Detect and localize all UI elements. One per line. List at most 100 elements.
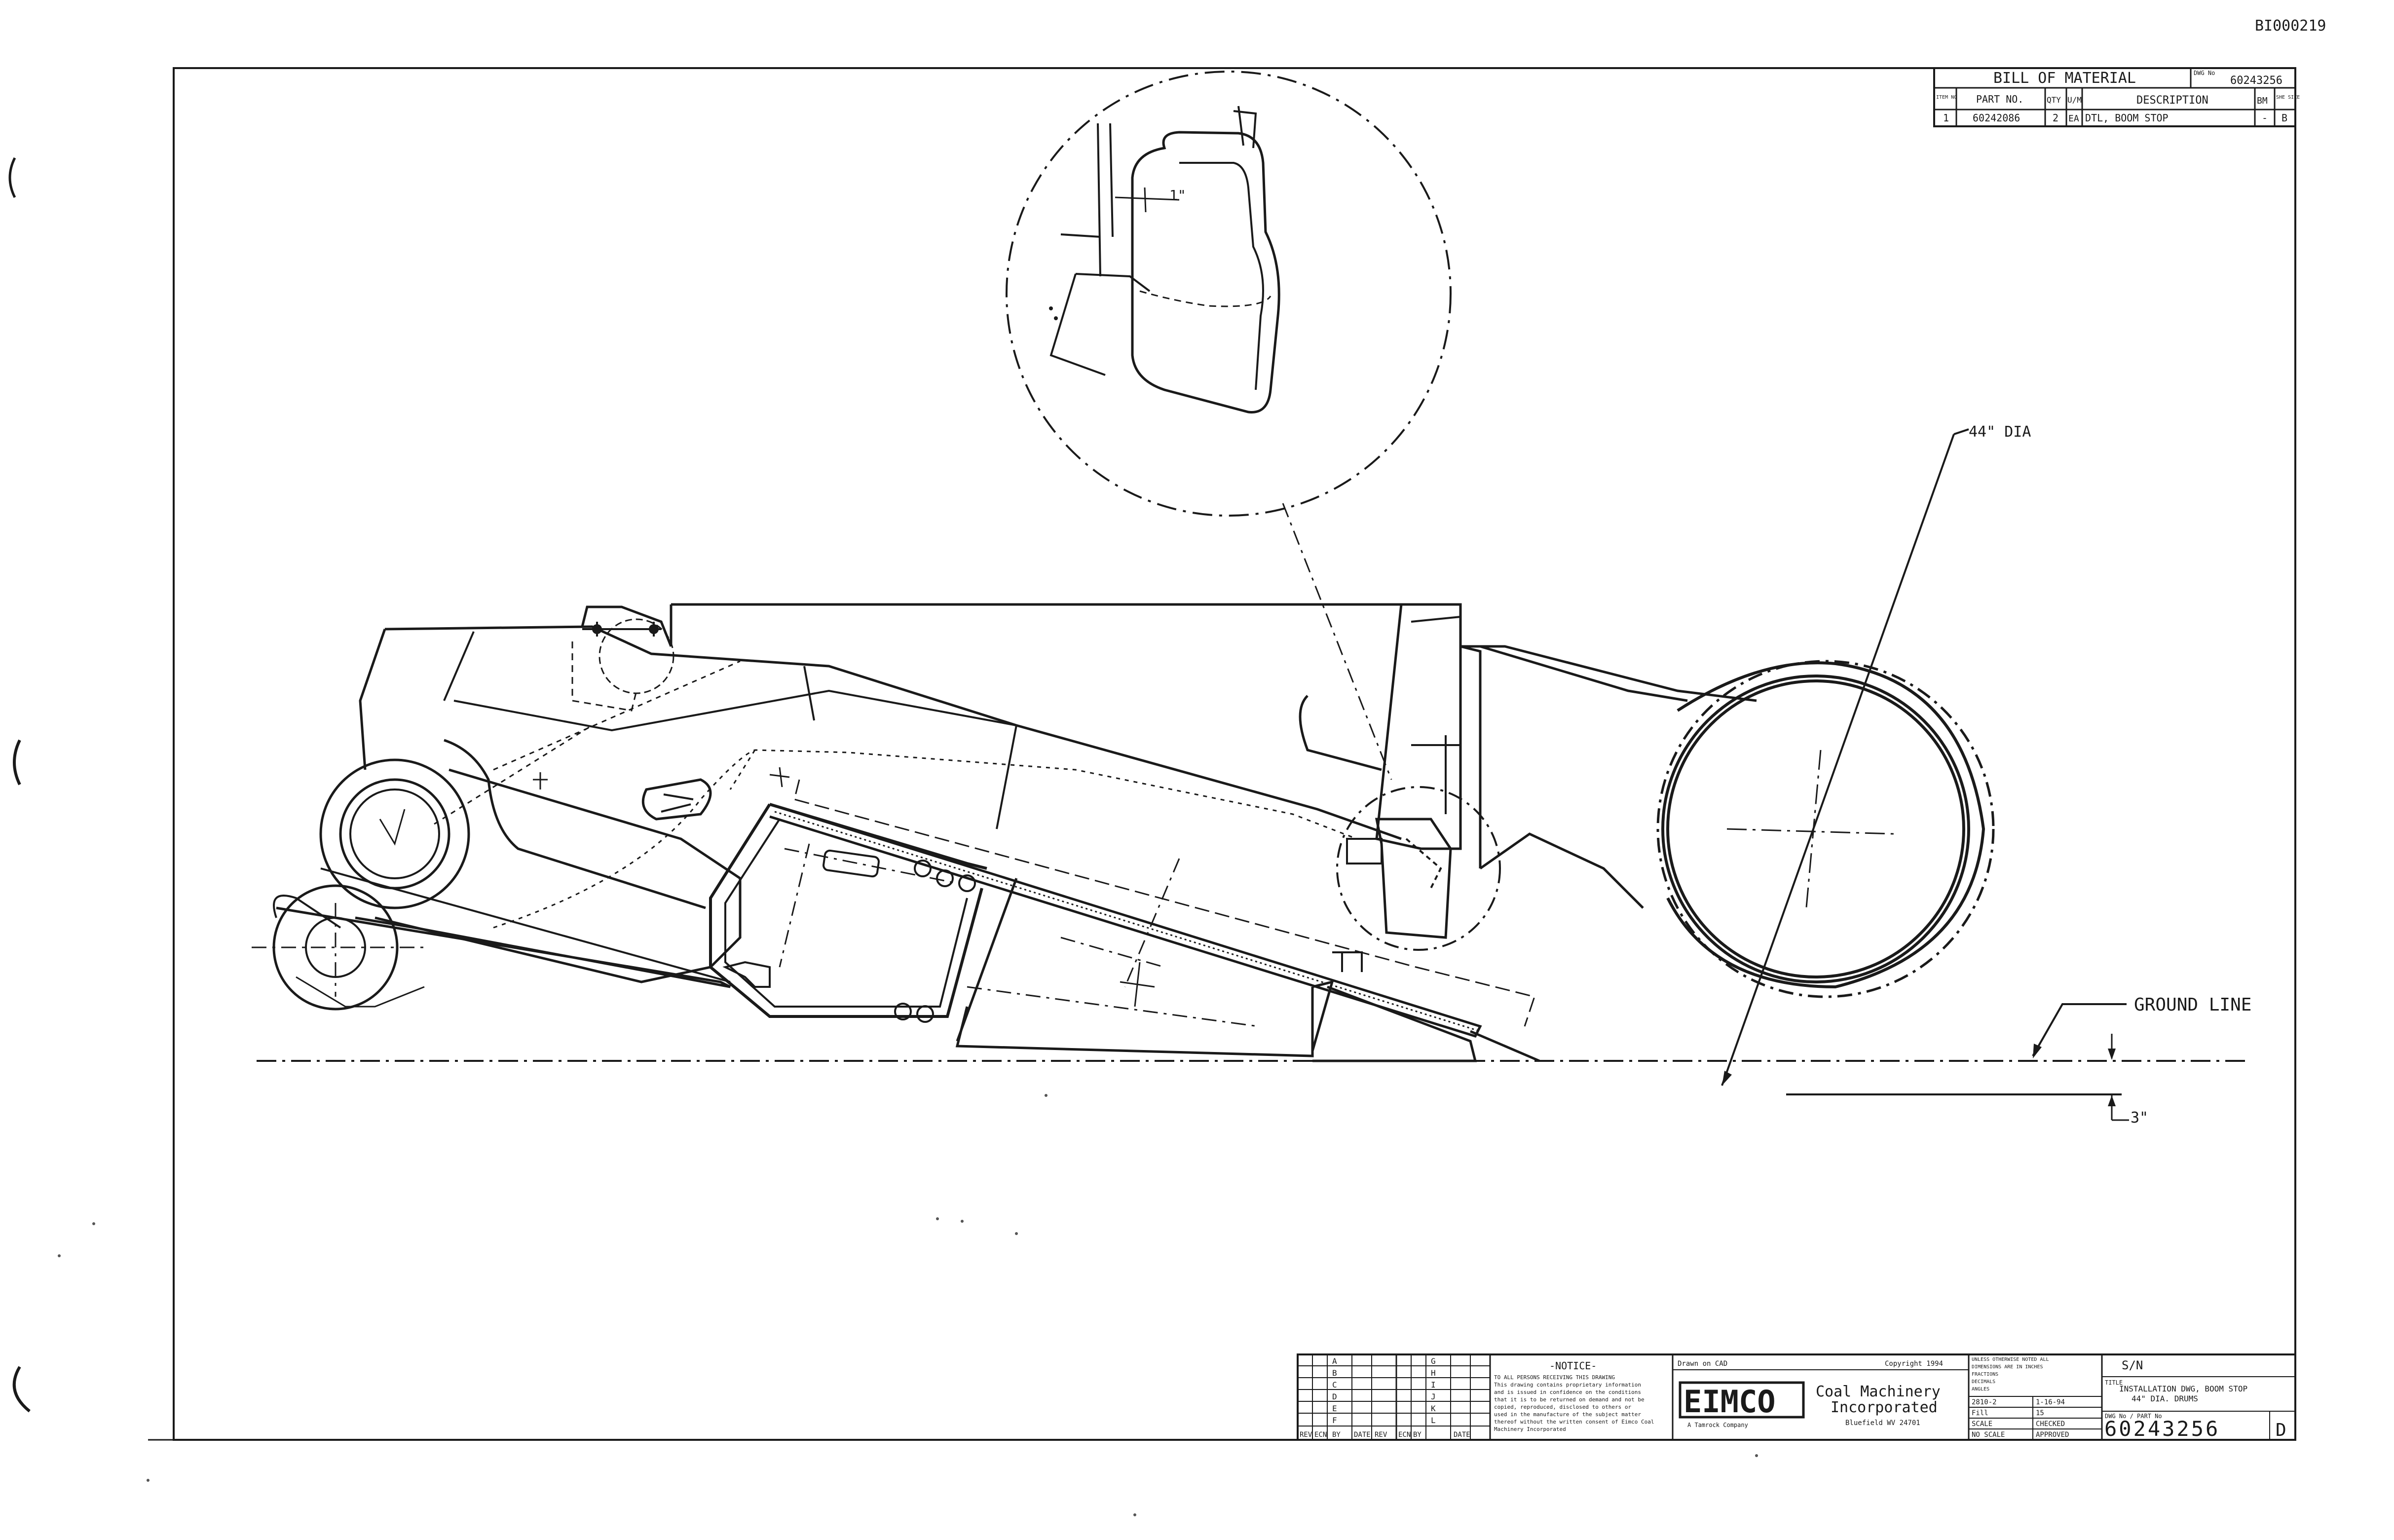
- sheet-border: [173, 67, 2296, 1441]
- svg-text:DTL, BOOM STOP: DTL, BOOM STOP: [2085, 112, 2169, 124]
- diameter-label: 44" DIA: [1969, 423, 2031, 441]
- tolerance-line: FRACTIONS: [1972, 1372, 1998, 1377]
- notice-line: and is issued in confidence on the condi…: [1494, 1389, 1641, 1395]
- bill-of-material: BILL OF MATERIAL DWG No 60243256 ITEM NO…: [1933, 67, 2300, 127]
- bom-dwg-label: DWG No: [2194, 70, 2215, 76]
- scan-noise: [58, 1094, 1758, 1516]
- title-small-field: 2810-2: [1972, 1398, 1997, 1406]
- notice-line: TO ALL PERSONS RECEIVING THIS DRAWING: [1494, 1374, 1615, 1381]
- revision-letter-left: B: [1332, 1368, 1337, 1378]
- title-small-field: 1-16-94: [2036, 1398, 2065, 1406]
- bom-header-size: SHE SIZE: [2276, 95, 2300, 100]
- tolerance-line: DECIMALS: [1972, 1379, 1995, 1385]
- bom-header-bm: BM: [2257, 96, 2268, 106]
- sn-field: S/N: [2122, 1358, 2143, 1372]
- revision-letter-right: J: [1431, 1392, 1436, 1401]
- title-small-field: NO SCALE: [1972, 1431, 2005, 1439]
- eimco-logo: EIMCO: [1683, 1384, 1776, 1420]
- dwg-no-label: DWG No / PART No: [2105, 1413, 2162, 1420]
- bom-header-qty: QTY: [2047, 95, 2061, 105]
- revision-header: REV: [1300, 1431, 1312, 1439]
- revision-letter-right: K: [1431, 1404, 1436, 1413]
- company-name-line2: Incorporated: [1831, 1399, 1938, 1416]
- clearance-label: 3": [2131, 1109, 2148, 1127]
- title-small-field: CHECKED: [2036, 1420, 2065, 1428]
- title-label: TITLE: [2105, 1379, 2123, 1386]
- bom-row: 1 60242086 2 EA DTL, BOOM STOP - B: [1943, 112, 2287, 124]
- notice-line: that it is to be returned on demand and …: [1494, 1396, 1645, 1403]
- bom-header-desc: DESCRIPTION: [2136, 94, 2208, 107]
- revision-header: REV: [1375, 1431, 1387, 1439]
- revision-letter-right: I: [1431, 1380, 1436, 1390]
- company-city: Bluefield WV 24701: [1845, 1419, 1920, 1427]
- title-small-field: APPROVED: [2036, 1431, 2069, 1439]
- revision-letter: D: [2276, 1420, 2286, 1440]
- cutter-drum-hub: [1666, 679, 1965, 978]
- drawn-on-cad: Drawn on CAD: [1678, 1360, 1727, 1368]
- revision-header: DATE: [1354, 1431, 1371, 1439]
- svg-text:-: -: [2262, 112, 2268, 124]
- bom-dwg-no: 60243256: [2230, 75, 2282, 87]
- ground-line-label: GROUND LINE: [2134, 995, 2251, 1015]
- tolerance-line: ANGLES: [1972, 1387, 1989, 1392]
- revision-letter-left: D: [1332, 1392, 1337, 1401]
- notice-line: Machinery Incorporated: [1494, 1426, 1566, 1432]
- binder-hole-mark: [12, 1366, 31, 1413]
- title-small-field: Fill: [1972, 1409, 1988, 1417]
- revision-header: DATE: [1454, 1431, 1470, 1439]
- revision-header: ECN: [1314, 1431, 1327, 1439]
- detail-view: 1": [1006, 71, 1452, 780]
- revision-letter-left: C: [1332, 1380, 1337, 1390]
- detail-boom-stop: [1131, 131, 1280, 413]
- eimco-logo-box: [1679, 1381, 1805, 1419]
- tolerance-line: UNLESS OTHERWISE NOTED ALL: [1972, 1357, 2049, 1362]
- detail-circle: [1006, 71, 1452, 517]
- revision-header: BY: [1413, 1431, 1421, 1439]
- bom-header-um: U/M: [2067, 95, 2082, 105]
- bom-title: BILL OF MATERIAL: [1993, 70, 2136, 87]
- company-small: A Tamrock Company: [1687, 1422, 1748, 1428]
- revision-letter-right: H: [1431, 1368, 1436, 1378]
- tolerance-line: DIMENSIONS ARE IN INCHES: [1972, 1364, 2043, 1370]
- revision-letter-right: L: [1431, 1416, 1436, 1425]
- svg-text:B: B: [2282, 112, 2287, 124]
- svg-text:2: 2: [2053, 112, 2058, 124]
- cutter-drum-outer: [1656, 660, 1995, 998]
- svg-text:1: 1: [1943, 112, 1949, 124]
- revision-letter-left: A: [1332, 1356, 1337, 1366]
- copyright: Copyright 1994: [1885, 1360, 1943, 1368]
- notice-line: copied, reproduced, disclosed to others …: [1494, 1404, 1632, 1410]
- notice-line: used in the manufacture of the subject m…: [1494, 1411, 1641, 1418]
- revision-letter-left: E: [1332, 1404, 1337, 1413]
- notice-title: -NOTICE-: [1549, 1360, 1597, 1372]
- title-small-field: SCALE: [1972, 1420, 1992, 1428]
- drawing-title-line2: 44" DIA. DRUMS: [2132, 1394, 2198, 1403]
- revision-letter-left: F: [1332, 1416, 1337, 1425]
- svg-text:60242086: 60242086: [1973, 112, 2020, 124]
- notice-text: TO ALL PERSONS RECEIVING THIS DRAWINGThi…: [1494, 1374, 1654, 1432]
- notice-line: thereof without the written consent of E…: [1494, 1419, 1654, 1425]
- diameter-leader: [1721, 434, 1955, 1086]
- document-id: BI000219: [2255, 17, 2326, 35]
- bom-header-part: PART NO.: [1976, 93, 2023, 105]
- binder-hole-mark: [13, 739, 21, 786]
- company-name-line1: Coal Machinery: [1816, 1383, 1941, 1400]
- notice-line: This drawing contains proprietary inform…: [1494, 1382, 1641, 1388]
- revision-header: ECN: [1398, 1431, 1411, 1439]
- drawing-number: 60243256: [2104, 1417, 2220, 1441]
- detail-dimension: 1": [1169, 187, 1186, 203]
- detail-reference-circle: [1336, 786, 1501, 951]
- binder-hole-mark: [8, 157, 16, 198]
- svg-text:EA: EA: [2068, 113, 2079, 124]
- drawing-title-line1: INSTALLATION DWG, BOOM STOP: [2119, 1384, 2247, 1393]
- shearer-assembly: 44" DIA GROUND LINE 3": [252, 423, 2251, 1127]
- title-small-field: 15: [2036, 1409, 2044, 1417]
- revision-header: BY: [1332, 1431, 1341, 1439]
